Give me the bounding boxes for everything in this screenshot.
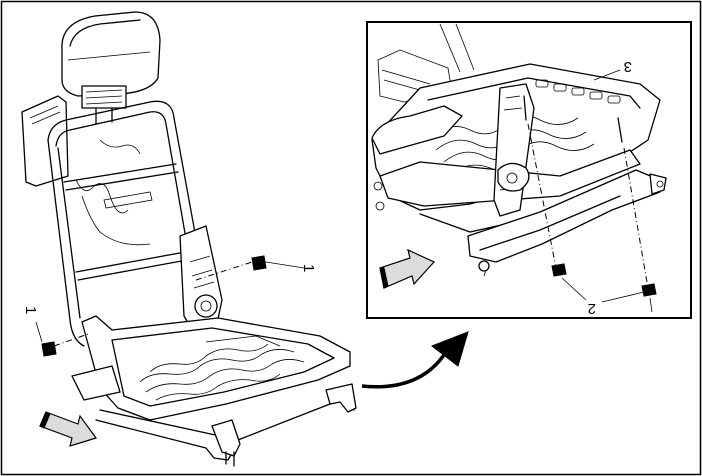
rear-rail-slots (535, 79, 621, 104)
stud-right (617, 117, 657, 313)
leader-line-upper (265, 261, 305, 269)
callout-lower-bolt: 1 (22, 306, 39, 314)
view-direction-arrow-icon (39, 411, 97, 447)
upper-bolt (195, 255, 267, 281)
detail-transition-arrow-icon (361, 331, 469, 389)
leader-line-nuts-right (601, 291, 645, 303)
seat-assembly: 1 1 (21, 11, 357, 467)
callout-nuts: 2 (588, 300, 596, 317)
stud-left (523, 95, 567, 277)
callout-cushion-frame: 3 (624, 58, 632, 75)
seat-back-frame (47, 100, 223, 347)
detail-view: 2 3 (366, 21, 692, 319)
seat-cushion-frame (71, 315, 357, 467)
leader-line-nuts-left (561, 277, 587, 301)
leader-line-cushion-frame (593, 69, 621, 81)
lower-bolt (41, 333, 89, 357)
leader-line-lower (35, 321, 43, 343)
headrest (61, 11, 161, 125)
back-trim-panel (21, 95, 69, 187)
detail-view-direction-arrow-icon (379, 248, 435, 289)
callout-upper-bolt: 1 (300, 264, 317, 272)
